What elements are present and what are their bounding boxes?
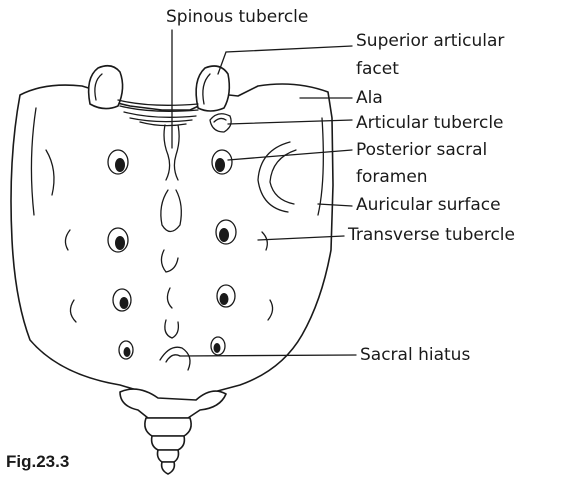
label-spinous-tubercle: Spinous tubercle: [166, 7, 308, 27]
label-posterior-sacral-foramen-2: foramen: [356, 167, 428, 187]
label-superior-articular-facet-2: facet: [356, 59, 399, 79]
label-transverse-tubercle: Transverse tubercle: [347, 225, 515, 245]
figure-caption: Fig.23.3: [6, 452, 69, 471]
coccyx: [120, 389, 226, 474]
label-sacral-hiatus: Sacral hiatus: [360, 345, 470, 365]
label-posterior-sacral-foramen-1: Posterior sacral: [356, 140, 487, 160]
label-auricular-surface: Auricular surface: [356, 195, 501, 215]
label-articular-tubercle: Articular tubercle: [356, 113, 504, 133]
label-superior-articular-facet-1: Superior articular: [356, 31, 504, 51]
label-ala: Ala: [356, 88, 383, 108]
leader-superior-articular-facet: [218, 46, 352, 74]
superior-articular-facets: [89, 66, 230, 111]
